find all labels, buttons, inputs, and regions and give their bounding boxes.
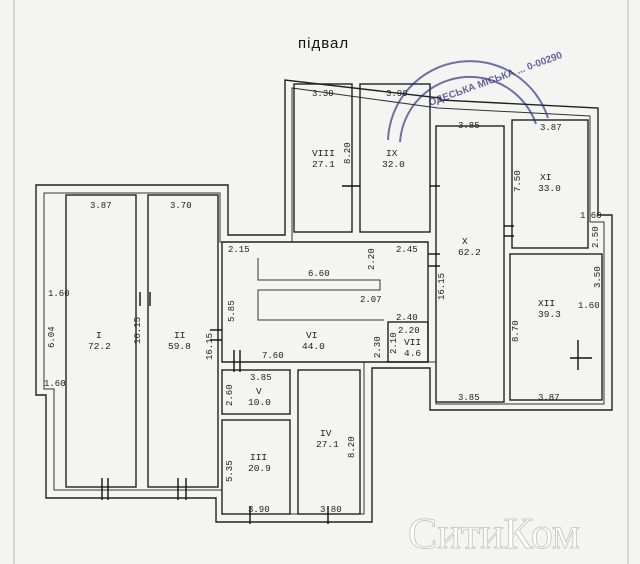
dim-label: 2.07	[360, 295, 382, 305]
dim-label: 16.15	[437, 273, 447, 300]
room-iv-outline	[297, 369, 361, 515]
room-v-id: V	[256, 386, 262, 397]
dim-label: 3.70	[170, 201, 192, 211]
room-x-area: 62.2	[458, 247, 481, 258]
dim-label: 2.20	[367, 248, 377, 270]
outer-wall-inner	[43, 87, 605, 515]
room-x-outline	[435, 125, 505, 403]
room-xi-outline	[511, 119, 589, 249]
room-viii-area: 27.1	[312, 159, 335, 170]
dim-label: 8.20	[347, 436, 357, 458]
room-xi-area: 33.0	[538, 183, 561, 194]
dim-label: 3.85	[458, 121, 480, 131]
dim-label: 3.87	[538, 393, 560, 403]
room-iii-outline	[221, 419, 291, 515]
dim-label: 2.20	[398, 326, 420, 336]
room-labels: I 72.2 II 59.8 III 20.9 IV 27.1 V 10.0 V…	[88, 148, 561, 474]
dim-label: 6.04	[47, 326, 57, 348]
room-ix-outline	[359, 83, 431, 233]
watermark-logo: СитиКом	[408, 509, 580, 558]
dim-label: 7.60	[262, 351, 284, 361]
room-vi-area: 44.0	[302, 341, 325, 352]
room-ii-outline	[147, 194, 219, 488]
room-viii-id: VIII	[312, 148, 335, 159]
dim-label: 16.15	[133, 317, 143, 344]
dim-label: 2.60	[225, 384, 235, 406]
dimension-labels: 3.87 3.70 1.60 1.60 6.04 16.15 16.15 3.3…	[44, 89, 603, 515]
plan-title: підвал	[298, 35, 349, 52]
door-marks	[101, 185, 592, 524]
dim-label: 1.60	[44, 379, 66, 389]
dim-label: 2.15	[228, 245, 250, 255]
dim-label: 8.20	[343, 142, 353, 164]
dim-label: 2.10	[389, 332, 399, 354]
room-i-id: I	[96, 330, 102, 341]
room-iv-area: 27.1	[316, 439, 339, 450]
dim-label: 3.30	[312, 89, 334, 99]
dim-label: 16.15	[205, 333, 215, 360]
outer-wall	[35, 79, 613, 523]
dim-label: 3.85	[458, 393, 480, 403]
room-ii-area: 59.8	[168, 341, 191, 352]
dim-label: 2.40	[396, 313, 418, 323]
room-v-area: 10.0	[248, 397, 271, 408]
dim-label: 3.87	[540, 123, 562, 133]
room-vii-id: VII	[404, 337, 421, 348]
dim-label: 8.70	[511, 320, 521, 342]
room-xii-outline	[509, 253, 603, 401]
dim-label: 2.45	[396, 245, 418, 255]
room-xii-area: 39.3	[538, 309, 561, 320]
dim-label: 3.87	[90, 201, 112, 211]
dim-label: 2.30	[373, 336, 383, 358]
room-i-outline	[65, 194, 137, 488]
dim-label: 5.85	[227, 300, 237, 322]
room-ii-id: II	[174, 330, 185, 341]
dim-label: 3.90	[386, 89, 408, 99]
room-v-outline	[221, 369, 291, 415]
dim-label: 6.60	[308, 269, 330, 279]
room-ix-area: 32.0	[382, 159, 405, 170]
room-vi-inner-wall	[257, 258, 384, 321]
dim-label: 7.50	[513, 170, 523, 192]
room-ix-id: IX	[386, 148, 398, 159]
dim-label: 1.60	[578, 301, 600, 311]
dim-label: 2.50	[591, 226, 601, 248]
room-iii-area: 20.9	[248, 463, 271, 474]
room-xii-id: XII	[538, 298, 555, 309]
dim-label: 5.35	[225, 460, 235, 482]
dim-label: 3.90	[248, 505, 270, 515]
dim-label: 1.60	[580, 211, 602, 221]
dim-label: 1.60	[48, 289, 70, 299]
room-vii-outline	[387, 321, 429, 363]
room-xi-id: XI	[540, 172, 551, 183]
dim-label: 3.80	[320, 505, 342, 515]
room-i-area: 72.2	[88, 341, 111, 352]
room-x-id: X	[462, 236, 468, 247]
room-viii-outline	[293, 83, 353, 233]
dim-label: 3.85	[250, 373, 272, 383]
room-vi-id: VI	[306, 330, 317, 341]
room-iii-id: III	[250, 452, 267, 463]
room-vii-area: 4.6	[404, 348, 421, 359]
room-iv-id: IV	[320, 428, 332, 439]
dim-label: 3.50	[593, 266, 603, 288]
